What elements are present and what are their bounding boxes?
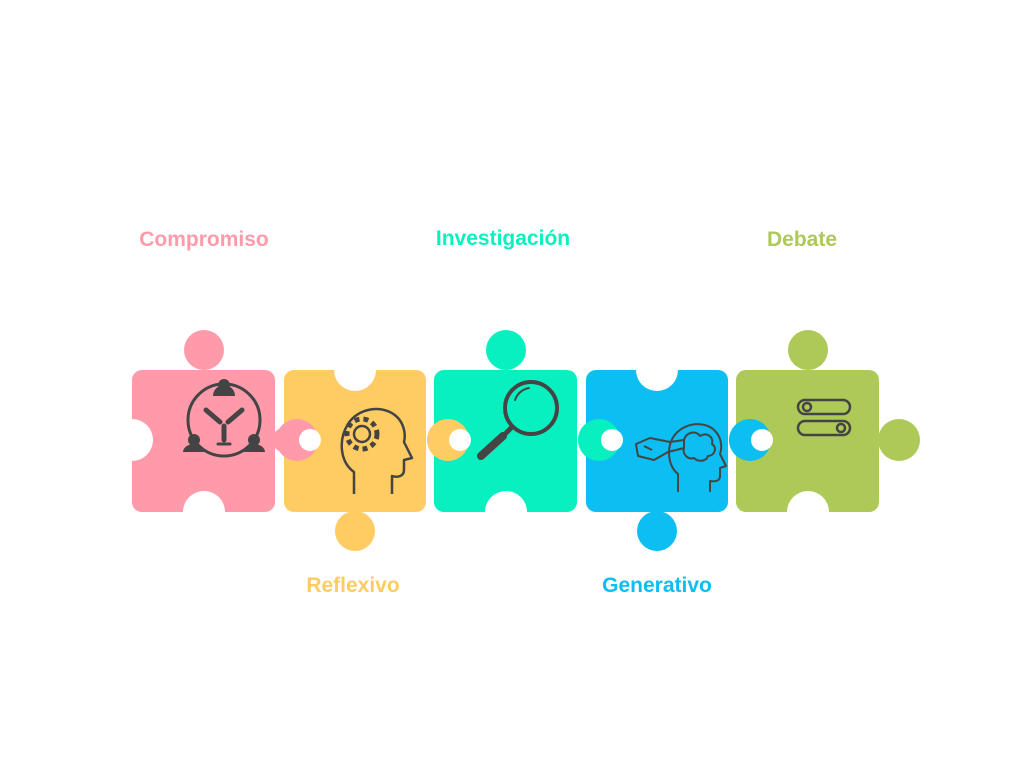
step-label-generativo: Generativo xyxy=(602,574,712,597)
step-label-reflexivo: Reflexivo xyxy=(306,574,400,597)
head-gear-icon xyxy=(340,407,414,494)
teamwork-circle-icon xyxy=(183,379,265,458)
step-label-compromiso: Compromiso xyxy=(139,228,269,251)
toggle-switches-icon xyxy=(796,398,852,437)
step-label-debate: Debate xyxy=(766,228,838,251)
head-brain-idea-icon xyxy=(635,423,727,492)
magnifier-icon xyxy=(477,380,559,460)
puzzle-piece-compromiso xyxy=(111,330,318,533)
puzzle-piece-generativo xyxy=(578,349,771,551)
step-label-investigacion: Investigación xyxy=(435,227,571,250)
puzzle-piece-debate xyxy=(729,330,920,533)
